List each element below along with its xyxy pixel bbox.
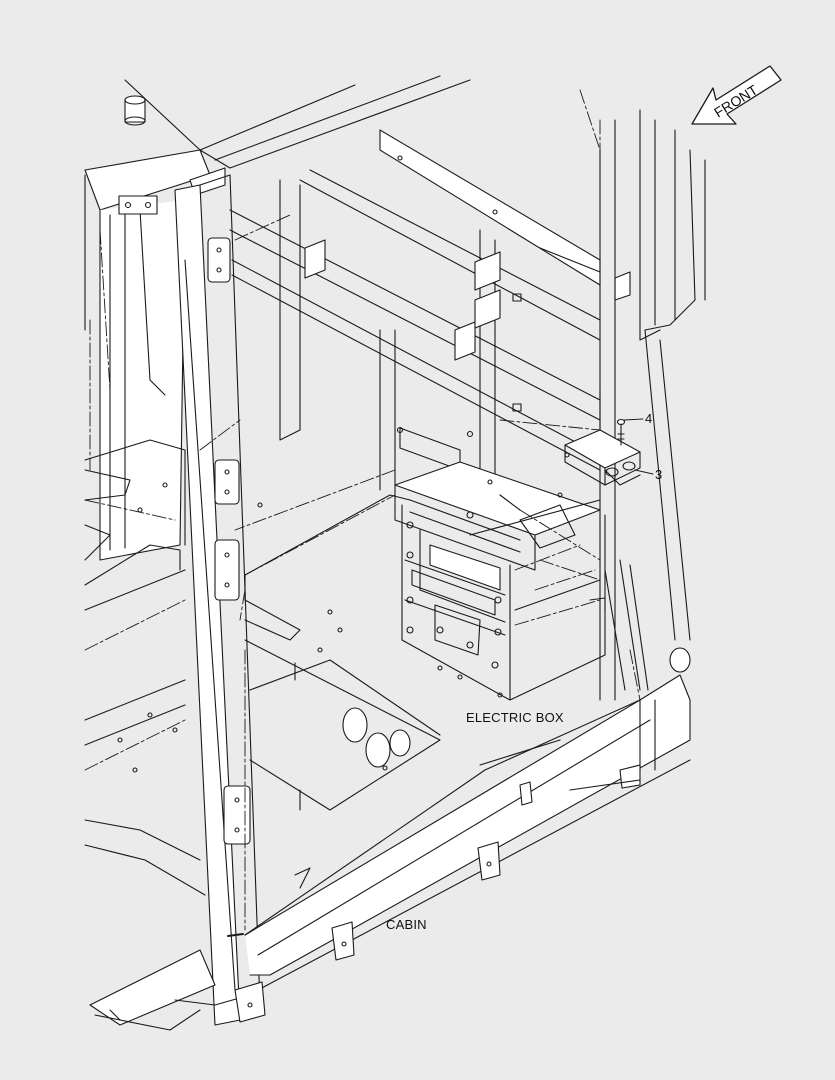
right-rear-pillar <box>599 109 706 701</box>
electric-box-label: ELECTRIC BOX <box>466 710 564 725</box>
left-floor-section <box>84 469 186 773</box>
callout-leaders <box>623 418 654 475</box>
cabin-label: CABIN <box>386 917 427 932</box>
front-left-pillar <box>174 174 261 1026</box>
hidden-lines <box>84 89 641 931</box>
cabin-floor <box>244 494 503 811</box>
left-cabin-wall <box>84 95 211 896</box>
electric-box <box>394 461 606 701</box>
front-arrow-icon: FRONT <box>691 65 782 125</box>
callout-4: 4 <box>645 411 653 426</box>
callout-3: 3 <box>655 467 663 482</box>
control-module-part-3 <box>564 429 641 486</box>
screw-part-4 <box>616 418 626 446</box>
front-base-beam <box>89 647 691 1031</box>
